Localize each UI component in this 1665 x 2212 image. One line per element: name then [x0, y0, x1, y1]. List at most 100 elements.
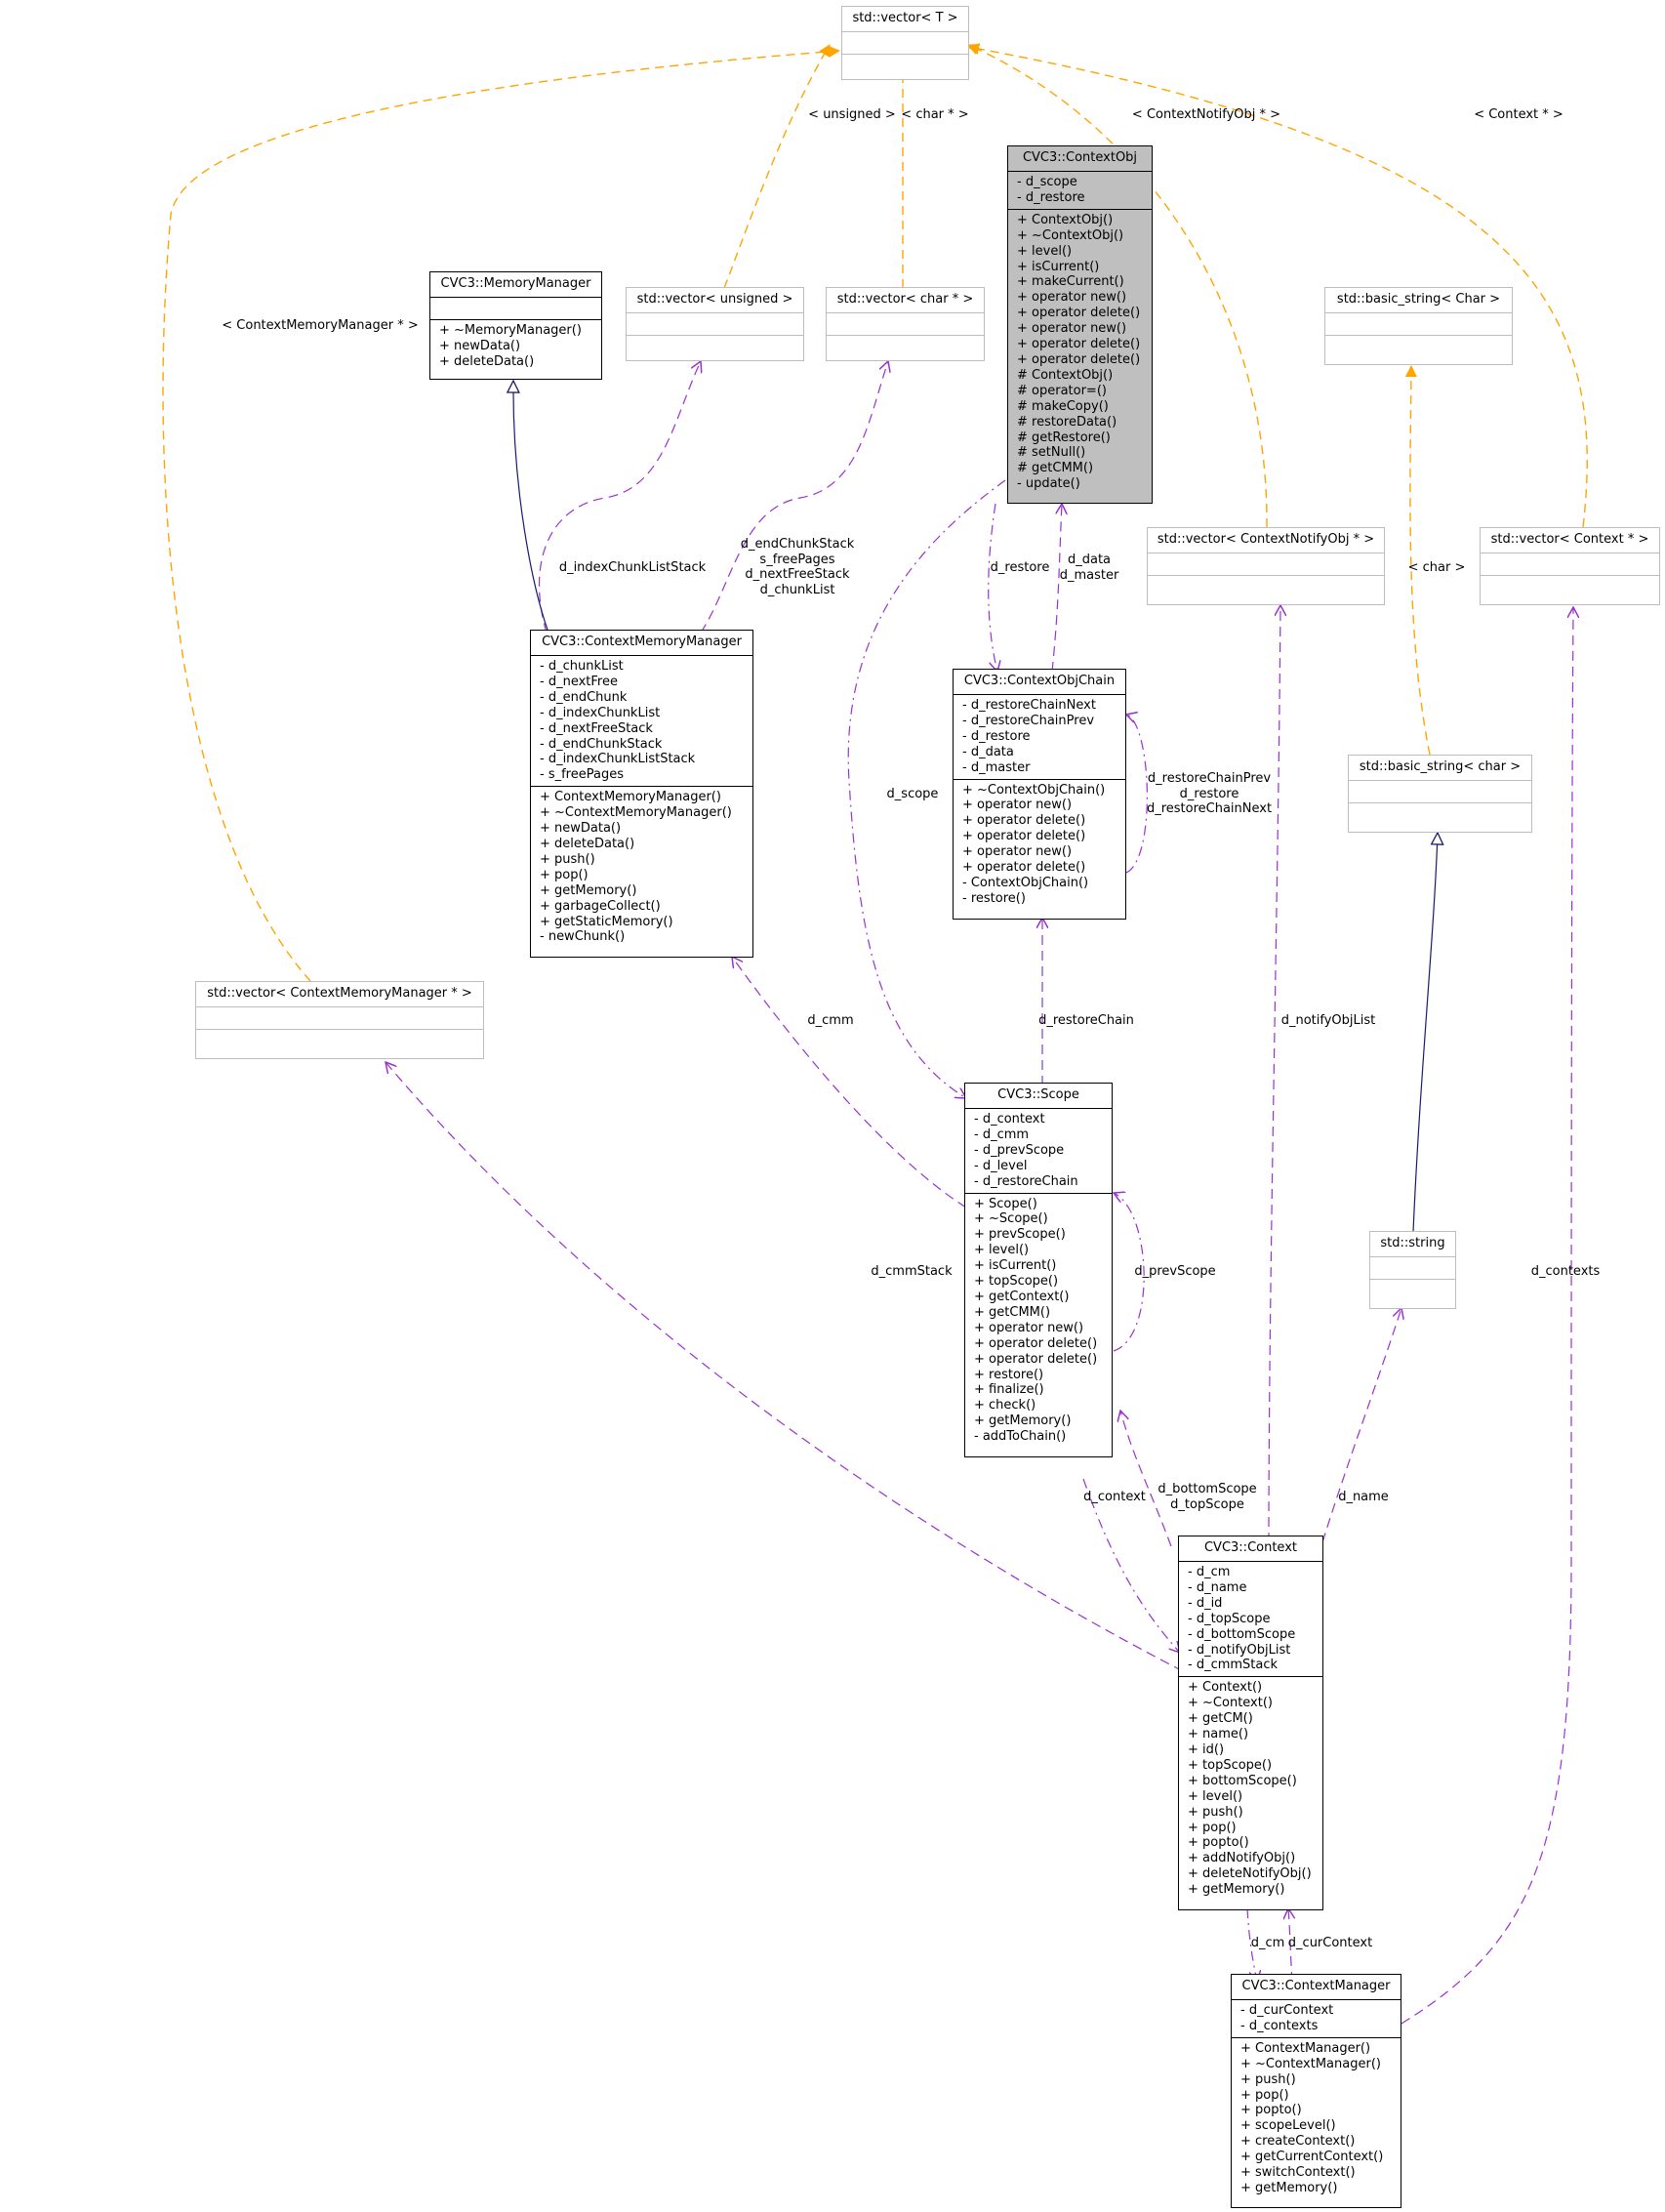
- class-member: + operator delete(): [974, 1335, 1098, 1351]
- edge-label-line: d_notifyObjList: [1280, 1013, 1376, 1028]
- edge-label-unsigned: < unsigned >: [808, 107, 896, 123]
- edge-scope-to-context: [1082, 1478, 1180, 1653]
- class-member: + getMemory(): [540, 882, 637, 898]
- class-context-memory-manager[interactable]: CVC3::ContextMemoryManager - d_chunkList…: [530, 630, 753, 958]
- class-member: + popto(): [1188, 1835, 1249, 1851]
- class-member: + getCMM(): [974, 1304, 1051, 1320]
- class-methods: + ~ContextObjChain()+ operator new()+ op…: [954, 778, 1125, 910]
- edge-label-line: d_restoreChainNext: [1146, 801, 1273, 816]
- class-context[interactable]: CVC3::Context - d_cm- d_name- d_id- d_to…: [1178, 1536, 1323, 1910]
- class-member: # getRestore(): [1017, 430, 1111, 445]
- class-std-basic-string-tmpl[interactable]: std::basic_string< Char >: [1324, 287, 1513, 365]
- edge-label-line: d_restore: [990, 560, 1050, 575]
- class-attributes: [827, 313, 984, 335]
- class-attributes: - d_chunkList- d_nextFree- d_endChunk- d…: [531, 656, 752, 786]
- edge-label-line: d_endChunkStack: [740, 537, 855, 552]
- class-title: std::string: [1370, 1232, 1455, 1257]
- edge-context-to-vector-cmm: [386, 1062, 1184, 1672]
- class-member: + newData(): [439, 338, 521, 353]
- class-member: + Scope(): [974, 1196, 1037, 1211]
- class-attributes: [627, 313, 803, 335]
- edge-label-line: < unsigned >: [808, 107, 896, 122]
- class-member: - d_notifyObjList: [1188, 1642, 1291, 1658]
- edge-label-line: d_prevScope: [1134, 1264, 1216, 1279]
- class-memory-manager[interactable]: CVC3::MemoryManager + ~MemoryManager()+ …: [429, 271, 602, 380]
- class-std-string[interactable]: std::string: [1369, 1231, 1456, 1309]
- class-member: + ContextObj(): [1017, 212, 1114, 227]
- class-title: CVC3::ContextMemoryManager: [531, 631, 752, 656]
- class-member: + push(): [540, 851, 595, 867]
- class-member: - d_nextFreeStack: [540, 720, 653, 736]
- edge-label-scope: d_scope: [887, 787, 939, 802]
- edge-label-line: d_context: [1083, 1490, 1146, 1504]
- class-member: - d_level: [974, 1158, 1028, 1173]
- edge-label-context-ptr: < Context * >: [1474, 107, 1563, 123]
- class-member: - d_restoreChainNext: [962, 698, 1096, 713]
- edge-cmm-to-vector-charptr: [700, 361, 888, 634]
- class-member: + push(): [1188, 1804, 1243, 1820]
- class-member: + topScope(): [974, 1274, 1059, 1290]
- class-attributes: - d_context- d_cmm- d_prevScope- d_level…: [965, 1109, 1112, 1193]
- edge-label-line: d_scope: [886, 787, 939, 801]
- class-title: std::vector< ContextNotifyObj * >: [1148, 528, 1384, 553]
- class-member: # restoreData(): [1017, 414, 1117, 430]
- class-member: - d_name: [1188, 1579, 1247, 1595]
- class-member: + garbageCollect(): [540, 898, 661, 914]
- class-member: + pop(): [1240, 2087, 1289, 2103]
- edge-label-char: < char >: [1408, 560, 1466, 576]
- class-context-manager[interactable]: CVC3::ContextManager - d_curContext- d_c…: [1231, 1974, 1401, 2208]
- edge-label-line: d_restore: [1179, 786, 1239, 801]
- class-std-vector-t[interactable]: std::vector< T >: [841, 6, 969, 80]
- class-member: + scopeLevel(): [1240, 2118, 1336, 2134]
- class-member: + level(): [1017, 243, 1073, 259]
- edge-manager-to-context: [1288, 1908, 1292, 1983]
- class-attributes: [1481, 553, 1659, 575]
- class-member: # makeCopy(): [1017, 398, 1109, 414]
- class-context-obj-chain[interactable]: CVC3::ContextObjChain - d_restoreChainNe…: [953, 669, 1126, 920]
- class-attributes: - d_scope- d_restore: [1008, 172, 1152, 209]
- class-std-vector-unsigned[interactable]: std::vector< unsigned >: [626, 287, 804, 361]
- class-member: - d_endChunk: [540, 689, 628, 705]
- class-title: CVC3::Context: [1179, 1536, 1322, 1562]
- edge-vector-context-to-vector-t: [967, 43, 1588, 528]
- class-methods: [1481, 575, 1659, 596]
- class-member: + operator delete(): [962, 860, 1086, 876]
- class-std-vector-notify-obj[interactable]: std::vector< ContextNotifyObj * >: [1147, 527, 1385, 605]
- class-title: CVC3::Scope: [965, 1084, 1112, 1109]
- edge-label-restore-chain: d_restoreChain: [1038, 1013, 1134, 1029]
- class-member: + isCurrent(): [974, 1258, 1057, 1274]
- class-member: - d_data: [962, 744, 1014, 759]
- class-methods: + ContextObj()+ ~ContextObj()+ level()+ …: [1008, 208, 1152, 495]
- edge-label-line: d_curContext: [1287, 1936, 1373, 1950]
- edge-label-line: < Context * >: [1474, 107, 1563, 122]
- edge-label-line: d_chunkList: [759, 582, 835, 597]
- class-member: + operator delete(): [962, 829, 1086, 844]
- class-std-vector-context[interactable]: std::vector< Context * >: [1480, 527, 1660, 605]
- class-member: - s_freePages: [540, 767, 624, 783]
- edge-scope-to-cmm: [732, 957, 967, 1208]
- class-std-vector-cmm[interactable]: std::vector< ContextMemoryManager * >: [195, 981, 484, 1059]
- class-scope[interactable]: CVC3::Scope - d_context- d_cmm- d_prevSc…: [964, 1083, 1113, 1457]
- class-member: + isCurrent(): [1017, 259, 1100, 274]
- class-member: - d_master: [962, 759, 1031, 775]
- edge-label-line: d_data: [1067, 553, 1112, 567]
- class-member: + operator new(): [1017, 321, 1127, 337]
- class-attributes: [842, 32, 968, 54]
- class-methods: [1349, 802, 1531, 824]
- class-member: + operator new(): [974, 1320, 1084, 1335]
- edge-label-line: d_cm: [1250, 1936, 1285, 1950]
- class-std-basic-string-char[interactable]: std::basic_string< char >: [1348, 755, 1532, 833]
- edge-label-notify-obj-ptr: < ContextNotifyObj * >: [1132, 107, 1280, 123]
- class-member: - update(): [1017, 476, 1080, 492]
- class-member: - d_cmmStack: [1188, 1658, 1279, 1673]
- class-std-vector-char-ptr[interactable]: std::vector< char * >: [826, 287, 985, 361]
- edge-string-inherits-basic-string: [1412, 833, 1438, 1233]
- edge-label-line: d_restoreChainPrev: [1147, 771, 1272, 786]
- class-member: - d_context: [974, 1112, 1045, 1126]
- class-member: + getCM(): [1188, 1711, 1253, 1727]
- class-context-obj[interactable]: CVC3::ContextObj - d_scope- d_restore + …: [1007, 145, 1153, 504]
- class-member: + name(): [1188, 1727, 1249, 1742]
- class-member: - d_cm: [1188, 1565, 1231, 1579]
- edge-label-line: d_cmm: [807, 1013, 854, 1028]
